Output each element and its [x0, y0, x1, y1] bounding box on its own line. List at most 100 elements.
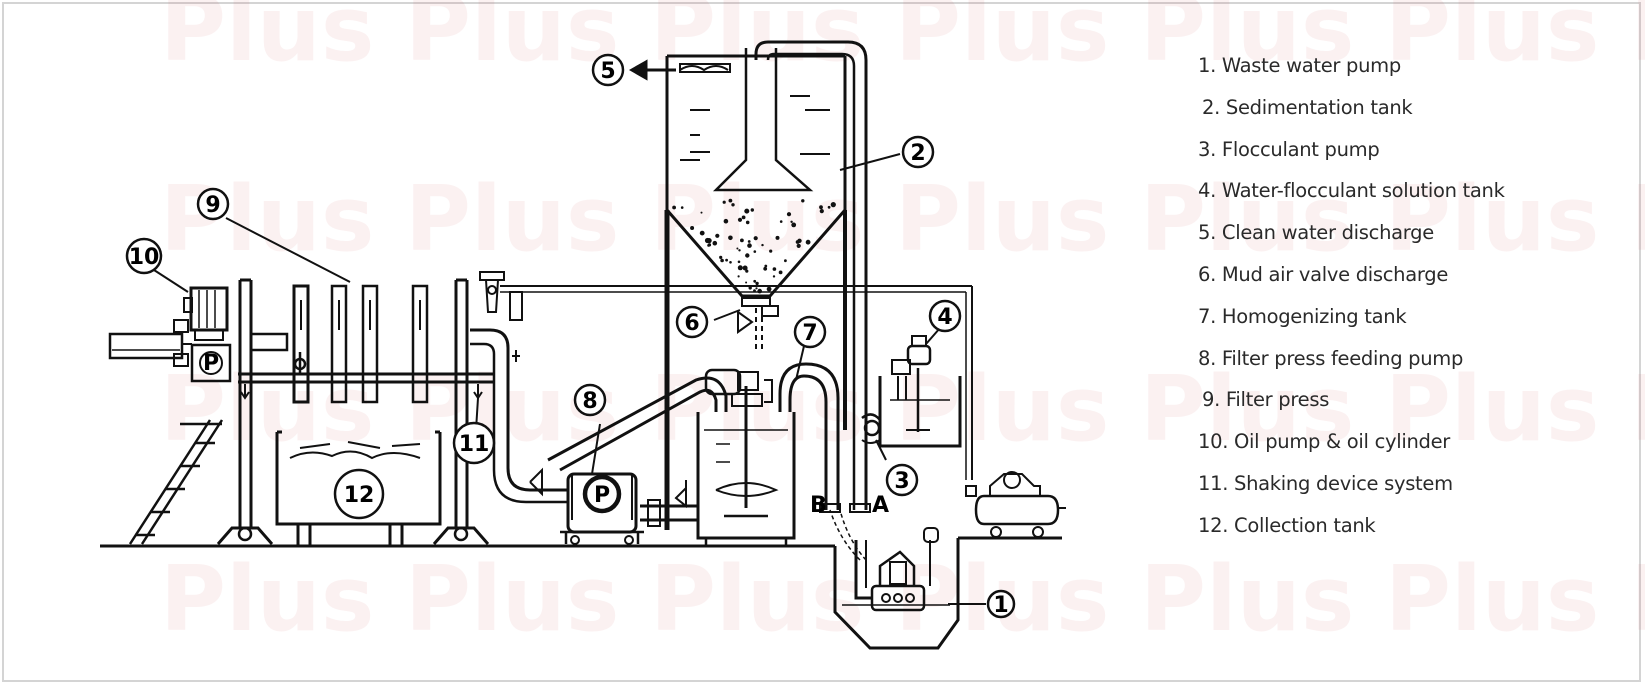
sediment-dot [736, 247, 739, 250]
sediment-dot [764, 264, 768, 268]
sediment-dot [741, 215, 746, 220]
watermark-text: Plus [160, 167, 374, 272]
sediment-dot [753, 289, 756, 293]
watermark-text: Plus [895, 0, 1109, 82]
callout-number-12: 12 [344, 483, 375, 508]
callout-circle-11 [452, 421, 496, 465]
watermark-text: Plus [405, 547, 619, 652]
sediment-dot [722, 200, 726, 204]
sediment-particles [672, 198, 836, 294]
callout-circle-12 [333, 468, 385, 520]
sediment-dot [699, 230, 705, 236]
sediment-dot [737, 265, 743, 271]
watermark-text: Plus [1385, 547, 1599, 652]
legend-item-8: 8. Filter press feeding pump [1198, 346, 1464, 370]
watermark-text: Plus [405, 0, 619, 82]
watermark-text: Plus [160, 0, 374, 82]
sediment-dot [779, 220, 783, 223]
sediment-dot [761, 243, 764, 247]
feeding-pump-symbol [584, 476, 620, 512]
callout-number-1: 1 [993, 593, 1008, 618]
legend-item-4: 4. Water-flocculant solution tank [1198, 179, 1505, 203]
sediment-dot [745, 220, 750, 225]
sedimentation-tank [500, 40, 973, 530]
sediment-dot [720, 258, 724, 263]
sediment-dot [753, 250, 757, 253]
sediment-dot [738, 249, 741, 252]
legend: 1. Waste water pump 2. Sedimentation tan… [1198, 47, 1505, 549]
sediment-dot [790, 220, 793, 223]
sediment-dot [680, 206, 684, 209]
stairs [128, 419, 224, 545]
watermark-text: Plus [1385, 0, 1599, 82]
watermark-text: Plus [1630, 0, 1645, 82]
sediment-dot [737, 275, 740, 278]
callout-circle-7 [793, 315, 827, 349]
flocculant-system [861, 335, 962, 448]
sediment-dot [707, 243, 712, 247]
sediment-dot [753, 279, 757, 283]
legend-item-6: 6. Mud air valve discharge [1198, 262, 1449, 286]
valve-label-b: B [810, 493, 827, 518]
collection-tank [275, 430, 442, 546]
watermark-text: Plus [650, 547, 864, 652]
callout-circle-8 [573, 383, 607, 417]
sediment-dot [772, 267, 777, 271]
filter-press [216, 278, 494, 545]
sediment-dot [759, 289, 762, 293]
sediment-dot [763, 266, 768, 271]
callout-circle-10 [125, 237, 163, 275]
sediment-dot [786, 212, 792, 217]
sediment-dot [747, 243, 752, 248]
legend-item-12: 12. Collection tank [1198, 513, 1376, 537]
sediment-dot [796, 243, 801, 248]
callout-number-3: 3 [894, 469, 909, 494]
sediment-dot [690, 226, 695, 230]
callout-circle-2 [901, 135, 935, 169]
sediment-dot [744, 208, 750, 214]
feeding-pump [560, 472, 644, 545]
sediment-dot [755, 281, 759, 286]
feed-piping [470, 328, 728, 527]
sediment-dot [791, 222, 797, 228]
sediment-dot [801, 199, 805, 203]
valve-label-a: A [872, 493, 889, 518]
sediment-dot [775, 235, 780, 240]
legend-item-3: 3. Flocculant pump [1198, 137, 1380, 161]
sediment-dot [805, 239, 811, 245]
callout-circle-4 [928, 299, 962, 333]
sediment-dot [737, 217, 743, 222]
sediment-dot [740, 238, 744, 243]
watermark-text: Plus [405, 167, 619, 272]
sediment-dot [700, 211, 703, 214]
legend-item-2: 2. Sedimentation tank [1202, 95, 1413, 119]
callout-circle-6 [675, 305, 709, 339]
callout-number-9: 9 [205, 193, 220, 218]
callout-number-6: 6 [684, 311, 699, 336]
legend-item-10: 10. Oil pump & oil cylinder [1198, 430, 1451, 454]
watermark-text: Plus [1140, 547, 1354, 652]
air-compressor [965, 471, 1066, 538]
watermark-text: Plus [1140, 0, 1354, 82]
callout-number-7: 7 [802, 321, 817, 346]
sediment-dot [737, 260, 741, 264]
sediment-dot [728, 198, 733, 203]
sediment-dot [745, 253, 750, 258]
feeding-pump-letter: P [594, 483, 610, 508]
legend-item-5: 5. Clean water discharge [1198, 221, 1434, 245]
watermark-text: Plus [1385, 357, 1599, 462]
callout-number-10: 10 [129, 245, 160, 270]
sediment-dot [769, 249, 773, 253]
callout-circle-5 [591, 53, 625, 87]
clean-water-arrow [628, 59, 676, 81]
oil-pump-unit [108, 286, 232, 383]
waste-water-sump [819, 503, 960, 650]
callout-circle-9 [196, 187, 230, 221]
sediment-dot [731, 203, 735, 207]
sediment-dot [819, 205, 823, 210]
callout-number-5: 5 [600, 59, 615, 84]
sediment-dot [827, 205, 831, 209]
watermark-text: Plus [160, 547, 374, 652]
